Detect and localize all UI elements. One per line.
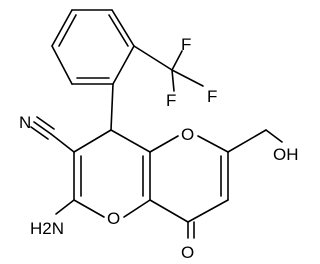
bond-ph1-ph2 bbox=[112, 45, 135, 85]
bond-c2-o1 bbox=[73, 199, 105, 218]
atom-label-f-top: F bbox=[181, 35, 191, 54]
bond-ph2-ph3 bbox=[111, 9, 135, 47]
bond-ph-c4 bbox=[110, 83, 114, 131]
bond-c8-c8a bbox=[149, 199, 189, 223]
bond-c2-nh2 bbox=[55, 199, 75, 215]
bond-ph5-ph6 bbox=[51, 45, 73, 85]
bond-c6-ch2 bbox=[227, 129, 267, 153]
atom-label-amino: H2N bbox=[30, 219, 64, 238]
bond-c-f-right bbox=[171, 69, 204, 87]
bond-o1-c8a bbox=[123, 199, 151, 218]
atom-label-hydroxyl: OH bbox=[273, 145, 299, 164]
atom-label-ring-o-upper: O bbox=[181, 125, 194, 144]
bond-ch2-oh bbox=[265, 129, 283, 143]
bond-c4a-c4 bbox=[110, 129, 151, 153]
bond-c4-c3 bbox=[73, 129, 112, 153]
bond-cn-triple-c bbox=[30, 126, 49, 140]
bond-cn-triple-a bbox=[33, 121, 52, 135]
bond-ph-cf3 bbox=[133, 45, 173, 71]
atom-labels: N H2N O O O OH F F F bbox=[19, 35, 299, 262]
bond-ph-inner-a bbox=[108, 14, 129, 47]
molecule-structure: N H2N O O O OH F F F bbox=[19, 9, 299, 262]
atom-label-nitrile-n: N bbox=[19, 113, 31, 132]
bond-c-f-top bbox=[171, 50, 183, 71]
atom-label-f-right: F bbox=[207, 87, 217, 106]
bond-c3-cn bbox=[50, 133, 75, 153]
bonds bbox=[30, 9, 283, 239]
atom-label-ring-o-lower: O bbox=[107, 209, 120, 228]
atom-label-f-bottom: F bbox=[166, 91, 176, 110]
bond-o5-c6 bbox=[197, 135, 229, 153]
bond-ph-inner-b bbox=[58, 14, 77, 47]
bond-c-f-bottom bbox=[171, 69, 175, 92]
bond-c7-c8 bbox=[187, 199, 229, 223]
bond-cn-triple-b bbox=[36, 116, 55, 130]
bond-ph4-ph5 bbox=[51, 9, 73, 47]
atom-label-carbonyl-o: O bbox=[181, 243, 194, 262]
bond-c4a-o5 bbox=[149, 135, 179, 153]
